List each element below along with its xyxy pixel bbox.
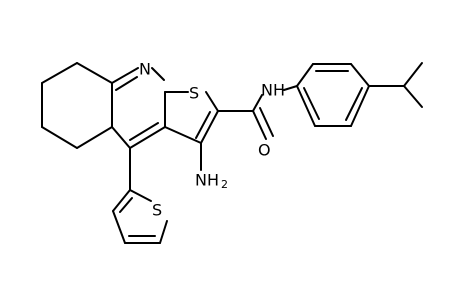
bond (159, 220, 168, 244)
bond (296, 63, 314, 87)
bond (76, 126, 113, 149)
bond (205, 91, 219, 112)
bond (403, 62, 423, 87)
bond (259, 107, 274, 137)
bond (115, 76, 138, 91)
bond (200, 110, 219, 144)
bond (76, 62, 113, 84)
bond (112, 210, 126, 244)
atom-label-amide-nh: NH (261, 81, 285, 100)
bond (151, 67, 165, 81)
bond (129, 189, 152, 202)
atom-label-amide-o: O (258, 141, 271, 160)
atom-label-amino: NH (195, 171, 219, 190)
thienyl-ring (112, 147, 168, 244)
bond (164, 126, 202, 144)
bond (41, 126, 78, 149)
bond (350, 85, 370, 127)
bond (252, 94, 263, 112)
bond (111, 67, 139, 84)
bond (296, 85, 316, 127)
atom-label-s-thienyl: S (152, 201, 162, 220)
bond (112, 189, 131, 212)
atom-label-s-thieno: S (189, 84, 199, 103)
bond (252, 110, 267, 140)
bond (195, 111, 211, 139)
atom-label-amino-subscript: 2 (221, 178, 228, 191)
bond (403, 85, 423, 108)
amide-group (217, 85, 298, 140)
thiophene-ring (164, 91, 219, 144)
bond (41, 62, 78, 84)
phenyl-ring (296, 63, 370, 127)
bond (345, 87, 363, 121)
pyridine-ring (111, 67, 166, 149)
bond (303, 87, 320, 120)
bond (129, 122, 159, 141)
atom-label-n-ring: N (139, 60, 151, 79)
bond (111, 126, 131, 149)
bond (129, 126, 166, 149)
bond (283, 85, 298, 91)
bond (119, 197, 133, 213)
cyclohexane-ring (41, 62, 113, 149)
bond (350, 63, 370, 87)
isopropyl-group (368, 62, 423, 108)
